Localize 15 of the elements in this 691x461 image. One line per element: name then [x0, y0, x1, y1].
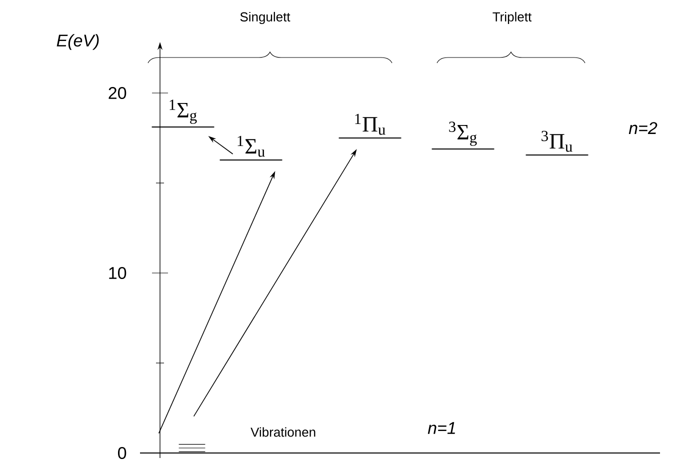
tick-label: 10: [109, 266, 126, 280]
level-caption: Vibrationen: [250, 427, 316, 437]
tick-label: 0: [118, 446, 126, 460]
tick-label: 20: [108, 86, 126, 100]
quantum-number-label: n=2: [628, 122, 658, 134]
axis-label: E(eV): [56, 34, 99, 50]
vibration-levels: [178, 444, 206, 452]
energy-level: $^{1}$Σ$_{g}$: [151, 100, 215, 128]
energy-level: $^{3}$Σ$_{g}$: [431, 122, 495, 150]
quantum-number-label: n=1: [428, 422, 455, 434]
energy-level: $^{1}$Σ$_{u}$: [219, 136, 283, 160]
group-label: Triplett: [492, 12, 532, 24]
energy-level: $^{1}$Π$_{u}$: [338, 114, 402, 138]
group-label: Singulett: [240, 12, 290, 24]
energy-level: $^{3}$Π$_{u}$: [525, 130, 589, 156]
